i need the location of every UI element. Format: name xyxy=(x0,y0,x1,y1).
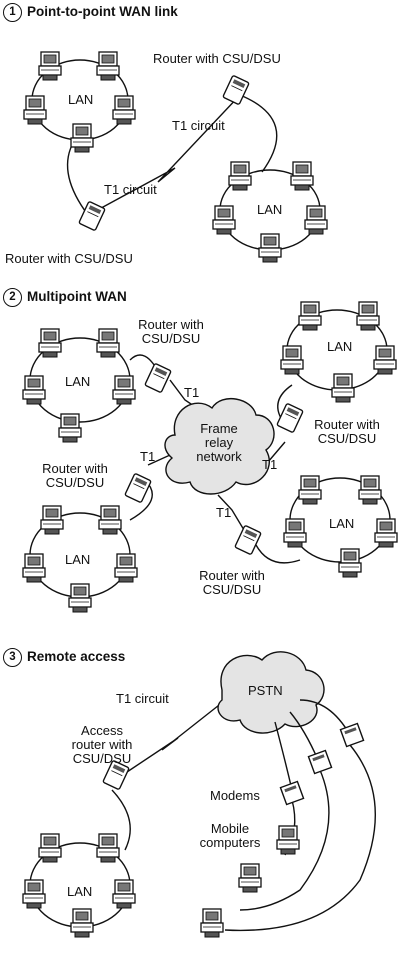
router-label: Router with CSU/DSU xyxy=(5,251,133,266)
section-number-badge: 3 xyxy=(3,648,22,667)
lightning-circuit-icon xyxy=(91,94,241,214)
router-label: Router with CSU/DSU xyxy=(131,318,211,346)
t1-label: T1 xyxy=(184,385,200,400)
access-router-label-line: Access xyxy=(81,723,123,738)
lan-label: LAN xyxy=(68,92,94,107)
router-label-line: CSU/DSU xyxy=(317,431,377,446)
router-label: Router with CSU/DSU xyxy=(34,462,116,490)
router-label-line: CSU/DSU xyxy=(141,331,201,346)
lan-label: LAN xyxy=(327,339,353,354)
cloud-label-line: Frame xyxy=(200,421,238,436)
access-router-label-line: router with xyxy=(71,737,133,752)
modem-icon xyxy=(279,722,365,806)
mobile-label-line: Mobile xyxy=(210,821,250,836)
cloud-icon xyxy=(164,398,275,495)
lan-label: LAN xyxy=(65,374,91,389)
t1-label: T1 xyxy=(216,505,232,520)
lightning-circuit-icon xyxy=(117,697,229,779)
cloud-icon xyxy=(217,651,325,734)
lan-label: LAN xyxy=(257,202,283,217)
router-label-line: Router with xyxy=(42,461,108,476)
mobile-label-line: computers xyxy=(199,835,261,850)
cloud-label: PSTN xyxy=(248,683,283,698)
section-title: Remote access xyxy=(27,649,126,664)
access-router-label-line: CSU/DSU xyxy=(72,751,132,766)
router-label-line: CSU/DSU xyxy=(202,582,262,597)
router-label: Router with CSU/DSU xyxy=(153,51,281,66)
router-label-line: CSU/DSU xyxy=(45,475,105,490)
lan-label: LAN xyxy=(67,884,93,899)
modems-label: Modems xyxy=(210,788,260,803)
section-number-badge: 1 xyxy=(3,3,22,22)
t1-label: T1 xyxy=(140,449,156,464)
lan-label: LAN xyxy=(329,516,355,531)
circuit-label: T1 circuit xyxy=(104,182,157,197)
t1-label: T1 xyxy=(262,457,278,472)
section-title: Point-to-point WAN link xyxy=(27,4,178,19)
cloud-label-line: relay xyxy=(204,435,234,450)
router-label-line: Router with xyxy=(199,568,265,583)
router-label: Router with CSU/DSU xyxy=(306,418,388,446)
router-label-line: Router with xyxy=(138,317,204,332)
access-router-label: Access router with CSU/DSU xyxy=(60,724,144,766)
section-1-diagram xyxy=(31,59,321,251)
circuit-label: T1 circuit xyxy=(116,691,169,706)
circuit-label: T1 circuit xyxy=(172,118,225,133)
section-number-badge: 2 xyxy=(3,288,22,307)
lan-label: LAN xyxy=(65,552,91,567)
cloud-label: Frame relay network xyxy=(184,422,254,464)
router-label-line: Router with xyxy=(314,417,380,432)
section-1-computers xyxy=(23,51,328,263)
cloud-label-line: network xyxy=(196,449,242,464)
section-title: Multipoint WAN xyxy=(27,289,127,304)
router-label: Router with CSU/DSU xyxy=(191,569,273,597)
mobile-computers-label: Mobile computers xyxy=(194,822,266,850)
